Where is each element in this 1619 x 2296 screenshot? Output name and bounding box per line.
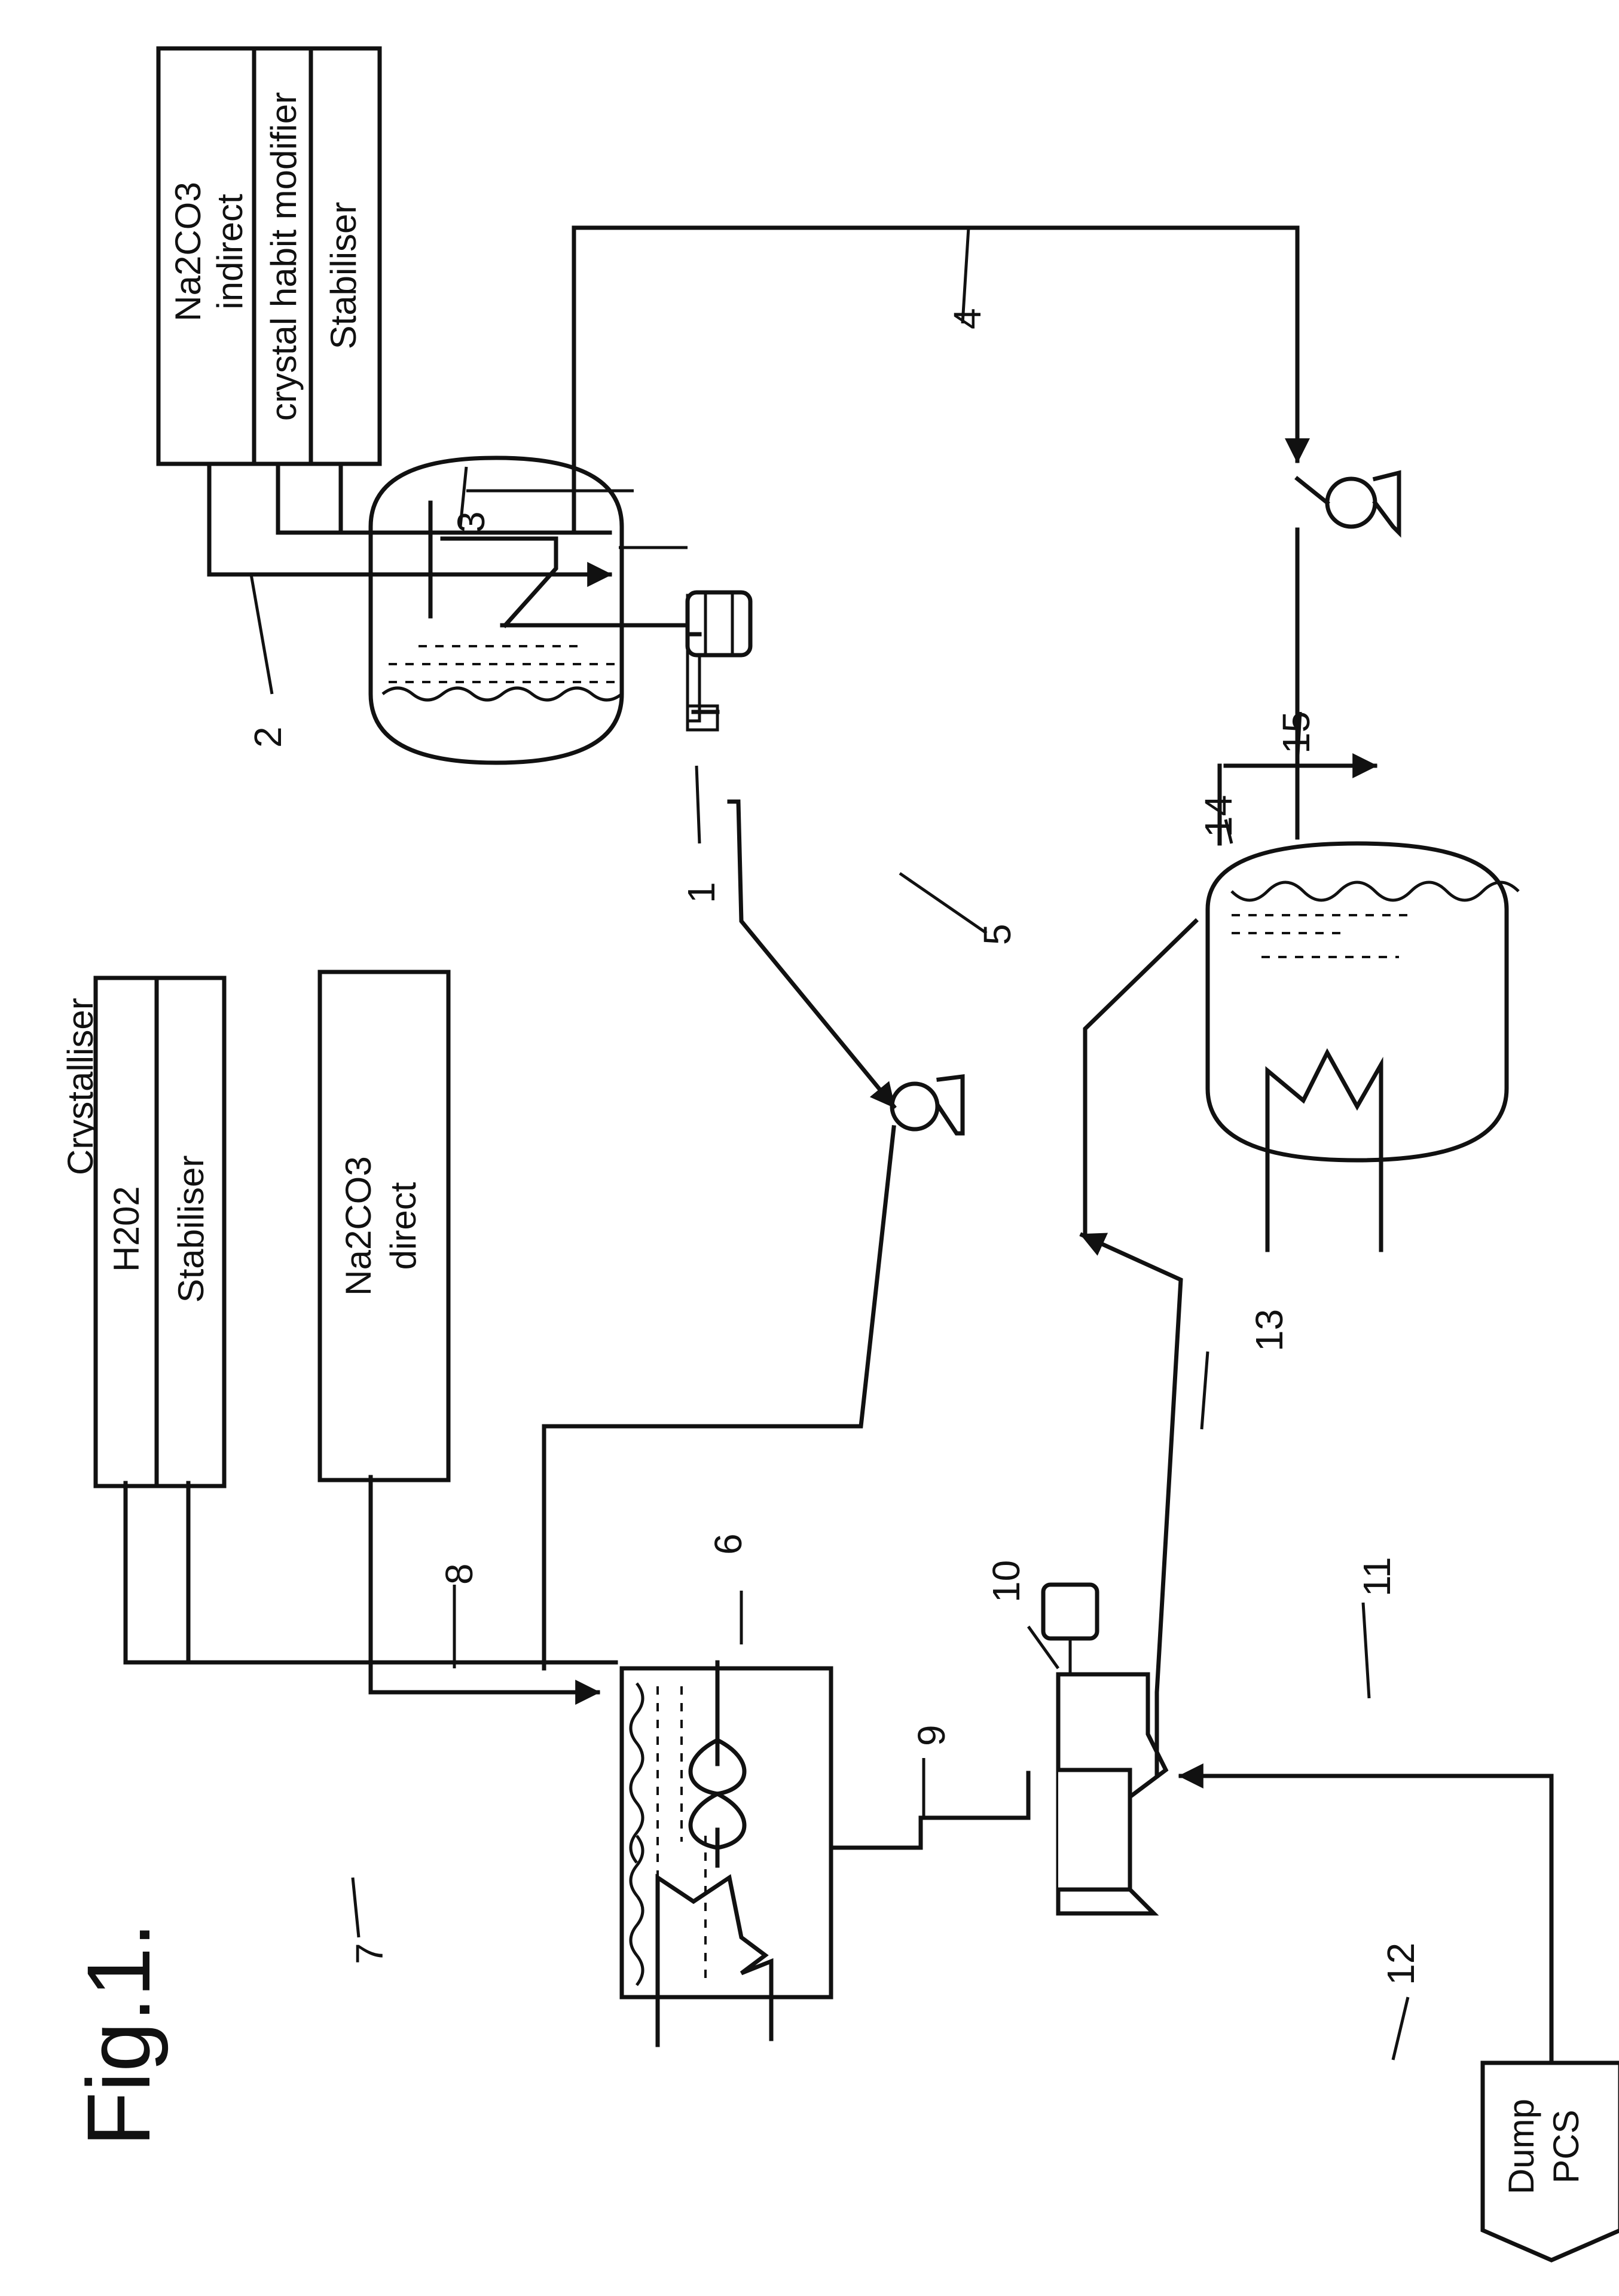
rotated-sheet: Fig.1. Crystalliser Na2CO3 indirect crys…	[60, 48, 1619, 2260]
indirect-tank-modifier-label: crystal habit modifier	[264, 92, 304, 421]
figure-title: Fig.1.	[68, 1922, 169, 2147]
dump-12-numeral: 12	[1379, 1943, 1422, 1985]
line-15-numeral: 15	[1275, 711, 1318, 754]
pipe-line-4	[574, 228, 1297, 533]
direct-feed-tank: Na2CO3 direct	[320, 972, 448, 1480]
indirect-tank-stabiliser-label: Stabiliser	[323, 202, 363, 350]
pipe-line-8	[371, 1477, 598, 1692]
indirect-tank-label-1: Na2CO3	[168, 182, 208, 321]
dump-label-1: Dump	[1501, 2099, 1541, 2194]
peroxide-feed-tank: H202 Stabiliser	[96, 978, 224, 1486]
reactor-vessel	[622, 1662, 831, 2045]
line-13-numeral: 13	[1248, 1309, 1291, 1352]
line-11-numeral: 11	[1355, 1557, 1398, 1597]
pipe-line-3	[278, 464, 610, 533]
separator-10-numeral: 10	[985, 1560, 1028, 1603]
pump-icon	[892, 1077, 963, 1133]
indirect-feed-tank: Na2CO3 indirect crystal habit modifier S…	[158, 48, 380, 464]
reactor-6-numeral: 6	[707, 1533, 750, 1555]
line-3-numeral: 3	[450, 511, 493, 533]
pipe-line-11	[1181, 1776, 1551, 2063]
line-9-numeral: 9	[910, 1725, 953, 1746]
dump-pcs-tank: Dump PCS	[1483, 2063, 1619, 2260]
indirect-tank-label-2: indirect	[210, 194, 250, 310]
crystalliser-vessel	[371, 458, 750, 763]
pipe-line-9	[831, 1773, 1028, 1848]
motor-icon	[688, 592, 750, 655]
direct-tank-label-2: direct	[383, 1182, 423, 1270]
centrifuge-icon	[1043, 1585, 1166, 1913]
line-2-numeral: 2	[246, 726, 289, 748]
peroxide-tank-stabiliser-label: Stabiliser	[171, 1155, 211, 1303]
vessel-1-numeral: 1	[680, 882, 723, 903]
peroxide-tank-h2o2-label: H202	[106, 1186, 146, 1271]
heat-exchanger-coil-icon	[1267, 1053, 1381, 1250]
pipe-line-2	[209, 464, 610, 574]
line-5-numeral: 5	[976, 924, 1019, 945]
pump-icon	[1327, 473, 1399, 533]
dump-label-2: PCS	[1546, 2109, 1586, 2183]
line-8-numeral: 8	[438, 1563, 481, 1585]
mother-liquor-tank	[1208, 843, 1519, 1250]
direct-tank-label-1: Na2CO3	[338, 1156, 378, 1295]
line-7-numeral: 7	[348, 1943, 391, 1964]
line-4-numeral: 4	[946, 308, 989, 329]
pipe-line-5	[729, 802, 894, 1106]
